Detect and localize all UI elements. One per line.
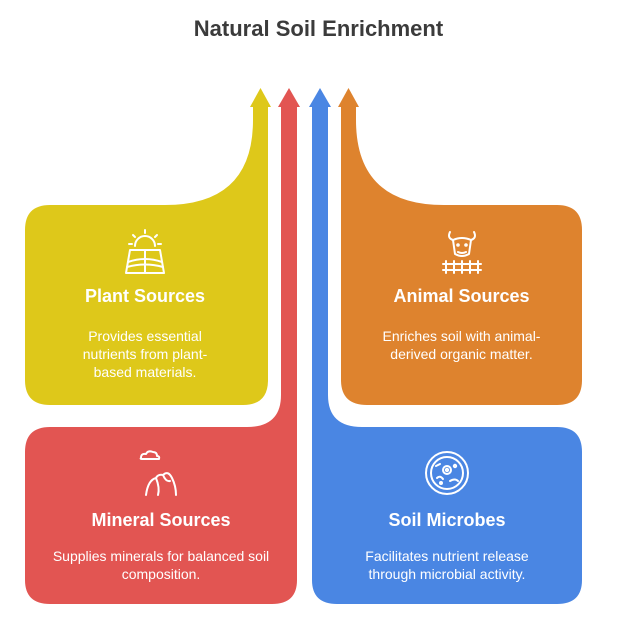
sunrise-field-icon bbox=[125, 229, 165, 274]
page-title: Natural Soil Enrichment bbox=[193, 16, 444, 41]
soil-microbes-description: Facilitates nutrient release through mic… bbox=[365, 548, 529, 582]
mineral-sources-shape bbox=[25, 107, 297, 604]
soil-microbes-heading: Soil Microbes bbox=[388, 510, 506, 530]
plant-arrow-head bbox=[250, 88, 271, 107]
mineral-sources-description: Supplies minerals for balanced soil comp… bbox=[52, 548, 270, 582]
soil-microbes-shape bbox=[312, 107, 582, 604]
plant-sources-heading: Plant Sources bbox=[84, 286, 206, 306]
microbes-arrow-head bbox=[309, 88, 331, 107]
soil-microbes-card: Soil Microbes Facilitates nutrient relea… bbox=[312, 448, 582, 583]
plant-sources-card: Plant Sources Provides essential nutrien… bbox=[25, 226, 265, 381]
plant-sources-description: Provides essential nutrients from plant-… bbox=[82, 328, 208, 380]
animal-sources-card: Animal Sources Enriches soil with animal… bbox=[341, 226, 582, 363]
microbe-icon bbox=[425, 451, 469, 495]
mountain-cloud-icon bbox=[139, 450, 177, 496]
mineral-arrow-head bbox=[278, 88, 300, 107]
cow-fence-icon bbox=[441, 231, 482, 274]
plant-sources-shape bbox=[25, 107, 268, 405]
mineral-sources-heading: Mineral Sources bbox=[91, 510, 231, 530]
mineral-sources-card: Mineral Sources Supplies minerals for ba… bbox=[25, 448, 297, 583]
animal-arrow-head bbox=[338, 88, 359, 107]
animal-sources-heading: Animal Sources bbox=[393, 286, 530, 306]
animal-sources-description: Enriches soil with animal-derived organi… bbox=[382, 328, 541, 362]
